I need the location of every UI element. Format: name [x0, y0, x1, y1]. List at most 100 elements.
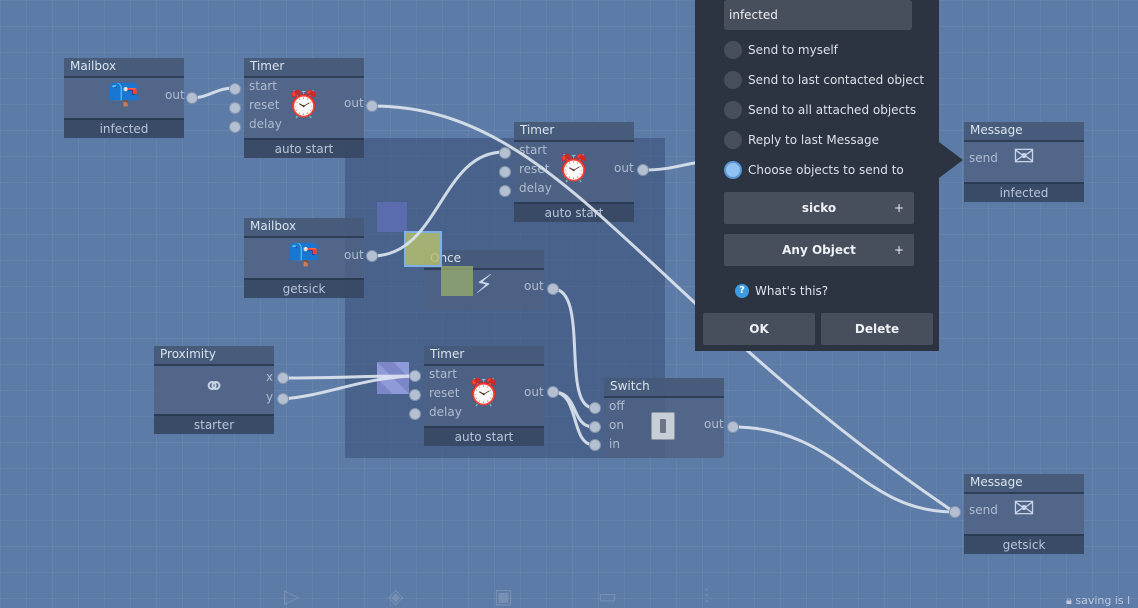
option-label: Send to myself [748, 43, 838, 57]
node-footer: getsick [964, 534, 1084, 554]
envelope-icon: ✉ [1013, 494, 1035, 524]
proximity-node[interactable]: Proximity ⚭ x y starter [154, 346, 274, 434]
port-dot-out[interactable] [186, 92, 198, 104]
timer-node[interactable]: Timer start reset delay ⏰ out auto start [424, 346, 544, 446]
port-delay-label: delay [249, 117, 282, 131]
message-node-infected[interactable]: Message send ✉ infected [964, 122, 1084, 202]
node-junction-handle[interactable] [377, 362, 409, 394]
option-send-to-all-attached[interactable]: Send to all attached objects [724, 100, 916, 120]
port-dot-delay[interactable] [229, 121, 241, 133]
ok-button[interactable]: OK [703, 313, 815, 345]
node-title: Timer [424, 346, 544, 366]
node-title: Timer [244, 58, 364, 78]
option-send-to-last-contacted[interactable]: Send to last contacted object [724, 70, 924, 90]
port-dot-reset[interactable] [229, 102, 241, 114]
port-y-label: y [266, 390, 274, 404]
option-send-to-myself[interactable]: Send to myself [724, 40, 838, 60]
node-drag-handle-selected[interactable] [404, 231, 442, 267]
port-dot-delay[interactable] [409, 408, 421, 420]
option-label: Send to last contacted object [748, 73, 925, 87]
alarm-clock-icon: ⏰ [287, 90, 321, 120]
play-icon[interactable]: ▷ [284, 584, 300, 608]
alarm-clock-icon: ⏰ [557, 154, 591, 184]
port-out-label: out [524, 385, 544, 399]
port-dot-start[interactable] [229, 83, 241, 95]
port-dot-out[interactable] [727, 421, 739, 433]
port-dot-reset[interactable] [499, 166, 511, 178]
mailbox-node-infected[interactable]: Mailbox 📪 out infected [64, 58, 185, 138]
radio-button-selected[interactable] [724, 161, 742, 179]
delete-button[interactable]: Delete [821, 313, 933, 345]
port-dot-y[interactable] [277, 393, 289, 405]
message-node-getsick[interactable]: Message send ✉ getsick [964, 474, 1084, 554]
port-out-label: out [704, 417, 724, 431]
cube-icon[interactable]: ◈ [388, 584, 404, 608]
saving-status-text: saving is l [1075, 594, 1131, 607]
object-button-label: Any Object [782, 243, 856, 257]
image-icon[interactable]: ▣ [494, 584, 513, 608]
folder-icon[interactable]: ▭ [598, 584, 617, 608]
option-choose-objects[interactable]: Choose objects to send to [724, 160, 904, 180]
port-send-label: send [969, 151, 998, 165]
sliders-icon[interactable]: ⫶ [704, 584, 709, 608]
port-dot-x[interactable] [277, 372, 289, 384]
port-dot-start[interactable] [499, 147, 511, 159]
port-dot-start[interactable] [409, 370, 421, 382]
radio-button[interactable] [724, 41, 742, 59]
port-dot-out[interactable] [366, 100, 378, 112]
lock-icon: 🔒︎ [1066, 594, 1076, 607]
node-title: Message [964, 122, 1084, 142]
option-reply-to-last-message[interactable]: Reply to last Message [724, 130, 879, 150]
mailbox-icon: 📪 [107, 78, 141, 108]
port-dot-off[interactable] [589, 402, 601, 414]
envelope-icon: ✉ [1013, 142, 1035, 172]
message-name-input[interactable] [724, 0, 912, 30]
port-delay-label: delay [519, 181, 552, 195]
radio-button[interactable] [724, 101, 742, 119]
node-footer: infected [964, 182, 1084, 202]
node-drag-handle[interactable] [377, 202, 407, 232]
radio-button[interactable] [724, 71, 742, 89]
object-button-sicko[interactable]: sicko + [724, 192, 914, 224]
bottom-toolbar: ▷ ◈ ▣ ▭ ⫶ 🔒︎ saving is l [0, 584, 1138, 608]
add-icon[interactable]: + [893, 243, 904, 257]
object-button-any-object[interactable]: Any Object + [724, 234, 914, 266]
help-label: What's this? [755, 284, 829, 298]
port-dot-out[interactable] [547, 283, 559, 295]
port-dot-reset[interactable] [409, 389, 421, 401]
port-start-label: start [249, 79, 277, 93]
help-icon: ? [735, 284, 749, 298]
option-label: Reply to last Message [748, 133, 879, 147]
port-start-label: start [519, 143, 547, 157]
radio-button[interactable] [724, 131, 742, 149]
port-dot-on[interactable] [589, 421, 601, 433]
timer-node[interactable]: Timer start reset delay ⏰ out auto start [514, 122, 634, 222]
saving-status: 🔒︎ saving is l [1066, 594, 1130, 608]
port-dot-out[interactable] [366, 250, 378, 262]
port-dot-out[interactable] [547, 386, 559, 398]
port-dot-delay[interactable] [499, 185, 511, 197]
message-settings-panel: Send to myself Send to last contacted ob… [695, 0, 963, 351]
port-reset-label: reset [429, 386, 460, 400]
port-dot-out[interactable] [637, 164, 649, 176]
mailbox-node-getsick[interactable]: Mailbox 📪 out getsick [244, 218, 364, 298]
node-title: Mailbox [64, 58, 184, 78]
switch-icon [651, 412, 675, 440]
port-reset-label: reset [519, 162, 550, 176]
port-out-label: out [614, 161, 634, 175]
port-dot-send[interactable] [949, 506, 961, 518]
node-drag-handle[interactable] [441, 266, 473, 296]
port-dot-in[interactable] [589, 439, 601, 451]
port-x-label: x [266, 370, 274, 384]
option-label: Choose objects to send to [748, 163, 904, 177]
port-on-label: on [609, 418, 624, 432]
add-icon[interactable]: + [893, 201, 904, 215]
node-title: Timer [514, 122, 634, 142]
port-send-label: send [969, 503, 998, 517]
timer-node[interactable]: Timer start reset delay ⏰ out auto start [244, 58, 364, 158]
help-link[interactable]: ? What's this? [735, 284, 828, 298]
port-out-label: out [165, 88, 185, 102]
switch-node[interactable]: Switch off on in out [604, 378, 724, 458]
proximity-icon: ⚭ [203, 372, 225, 402]
node-footer: infected [64, 118, 184, 138]
